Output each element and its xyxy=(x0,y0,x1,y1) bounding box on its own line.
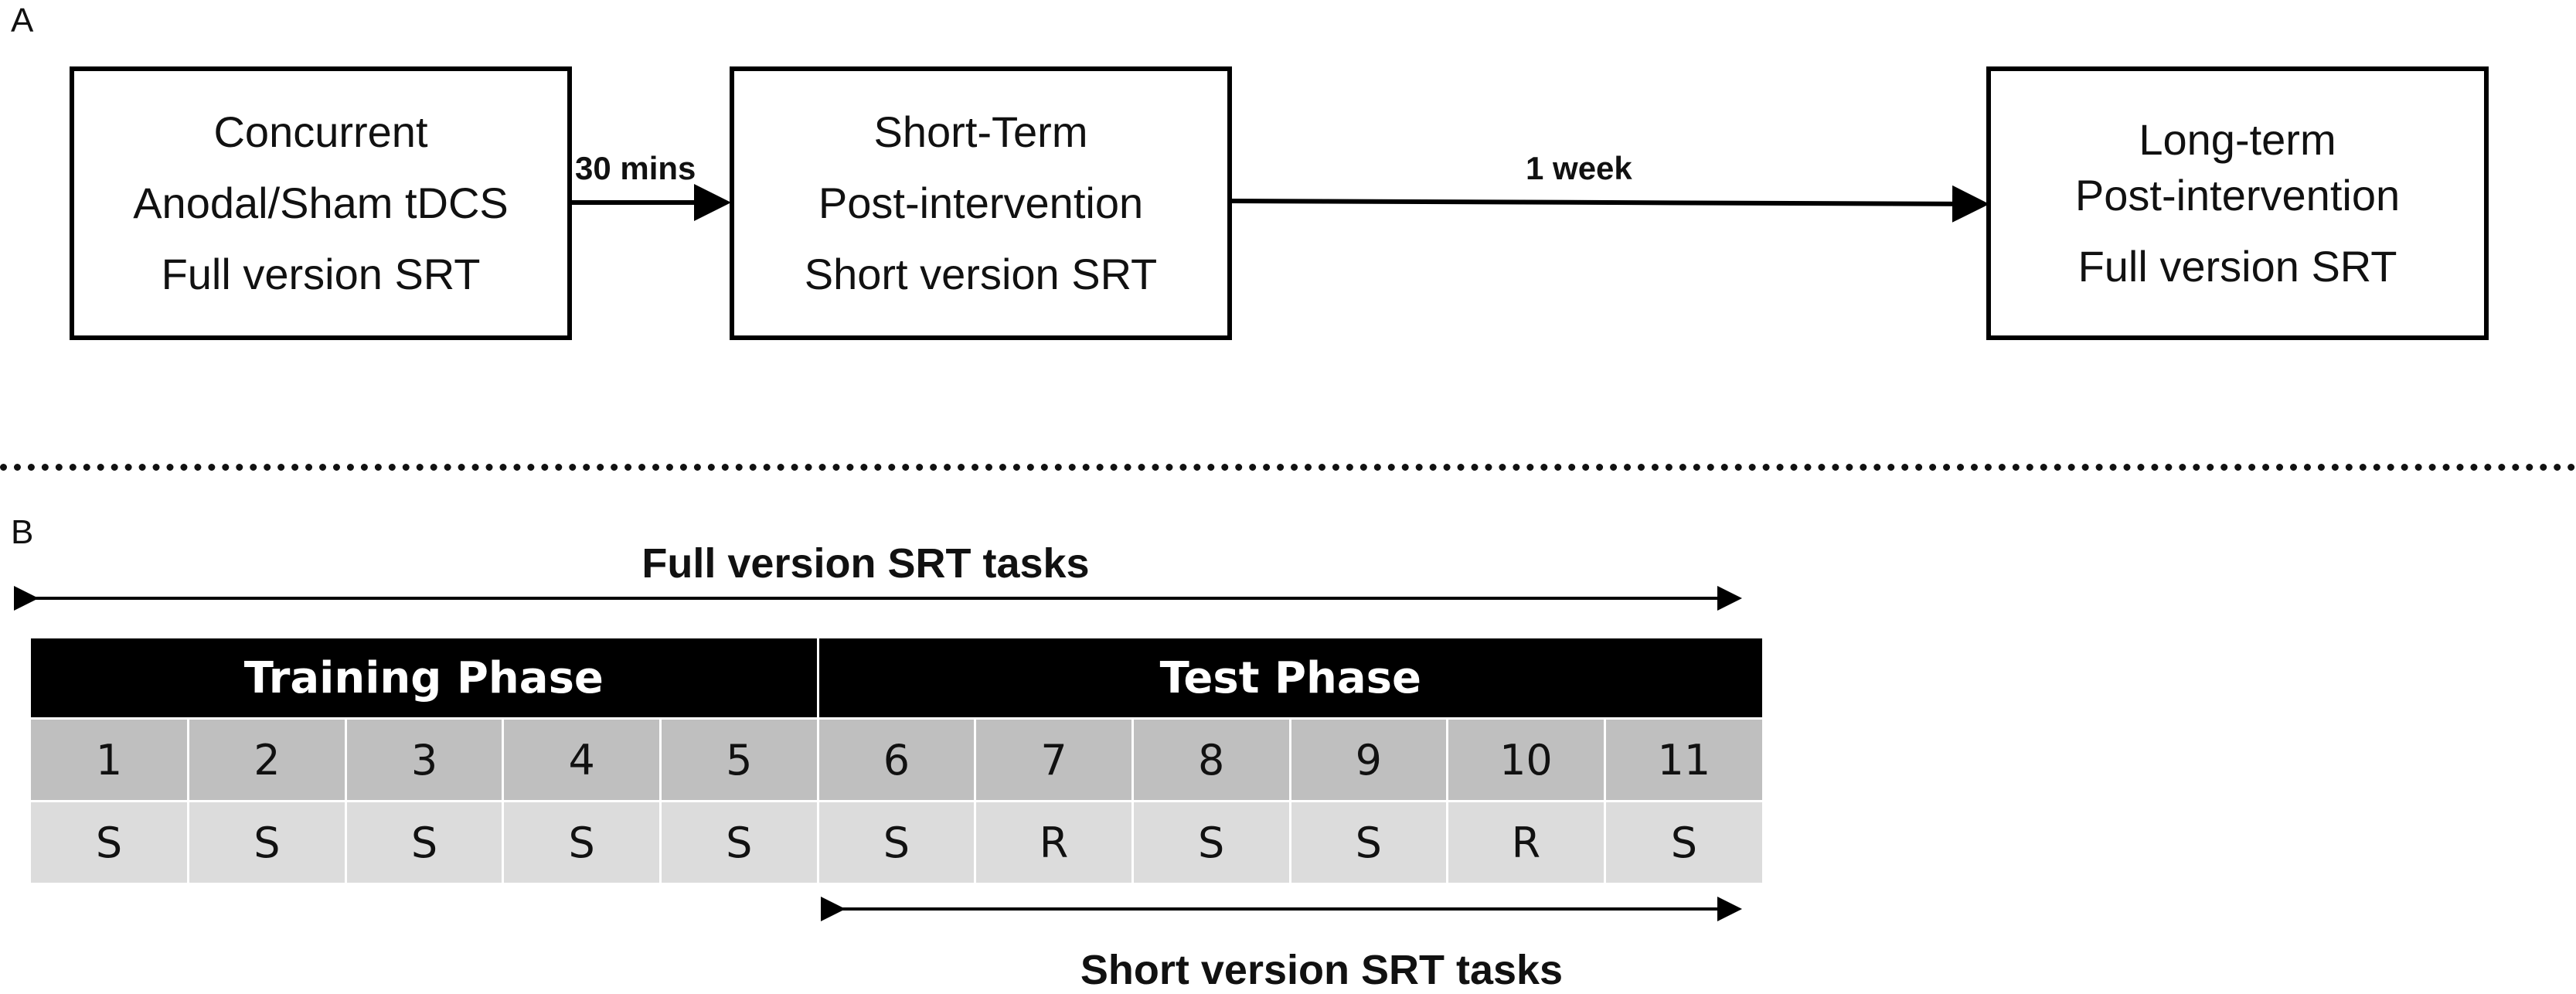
block-type-cell: S xyxy=(187,800,346,883)
block-number-cell: 7 xyxy=(974,717,1133,802)
block-type-cell: R xyxy=(1446,800,1605,883)
stage-box-long-term: Long-term Post-intervention Full version… xyxy=(1986,66,2489,340)
stage-line: Full version SRT xyxy=(161,250,481,298)
block-type-cell: S xyxy=(344,800,503,883)
block-number-cell: 2 xyxy=(187,717,346,802)
block-type-cell: S xyxy=(1131,800,1290,883)
stage-line: Post-intervention xyxy=(2074,171,2401,220)
stage-line: Anodal/Sham tDCS xyxy=(133,179,509,227)
block-number-row: 1 2 3 4 5 6 7 8 9 10 11 xyxy=(31,717,1762,802)
stage-line: Long-term xyxy=(2139,115,2336,164)
block-type-cell: S xyxy=(1288,800,1448,883)
block-number-cell: 4 xyxy=(502,717,661,802)
block-number-cell: 6 xyxy=(816,717,975,802)
transition-label-30-mins: 30 mins xyxy=(575,150,696,186)
short-version-span-title: Short version SRT tasks xyxy=(1080,947,1564,993)
block-number-cell: 11 xyxy=(1603,717,1762,802)
block-number-cell: 10 xyxy=(1446,717,1605,802)
block-type-cell: R xyxy=(974,800,1133,883)
transition-label-1-week: 1 week xyxy=(1526,150,1632,186)
stage-line: Short version SRT xyxy=(804,250,1158,298)
block-number-cell: 9 xyxy=(1288,717,1448,802)
block-type-cell: S xyxy=(816,800,975,883)
block-type-cell: S xyxy=(31,800,189,883)
block-number-cell: 5 xyxy=(659,717,818,802)
block-type-row: S S S S S S R S S R S xyxy=(31,800,1762,883)
block-type-cell: S xyxy=(1603,800,1762,883)
block-table: Training Phase Test Phase 1 2 3 4 5 6 7 … xyxy=(31,638,1762,883)
phase-header-training: Training Phase xyxy=(31,638,818,719)
stage-box-short-term: Short-Term Post-intervention Short versi… xyxy=(730,66,1232,340)
phase-header-row: Training Phase Test Phase xyxy=(31,638,1762,719)
block-type-cell: S xyxy=(502,800,661,883)
block-number-cell: 8 xyxy=(1131,717,1290,802)
phase-header-test: Test Phase xyxy=(816,638,1762,719)
block-number-cell: 3 xyxy=(344,717,503,802)
panel-b-label: B xyxy=(11,513,34,551)
block-type-cell: S xyxy=(659,800,818,883)
stage-line: Short-Term xyxy=(873,107,1088,156)
panel-a-label: A xyxy=(11,2,34,39)
arrow-1-week xyxy=(1230,185,1989,223)
stage-box-concurrent: Concurrent Anodal/Sham tDCS Full version… xyxy=(70,66,572,340)
stage-line: Full version SRT xyxy=(2077,242,2397,291)
stage-line: Concurrent xyxy=(213,107,428,156)
stage-line: Post-intervention xyxy=(818,179,1144,227)
block-number-cell: 1 xyxy=(31,717,189,802)
panel-divider xyxy=(0,464,2576,471)
full-version-span-title: Full version SRT tasks xyxy=(641,540,1090,587)
